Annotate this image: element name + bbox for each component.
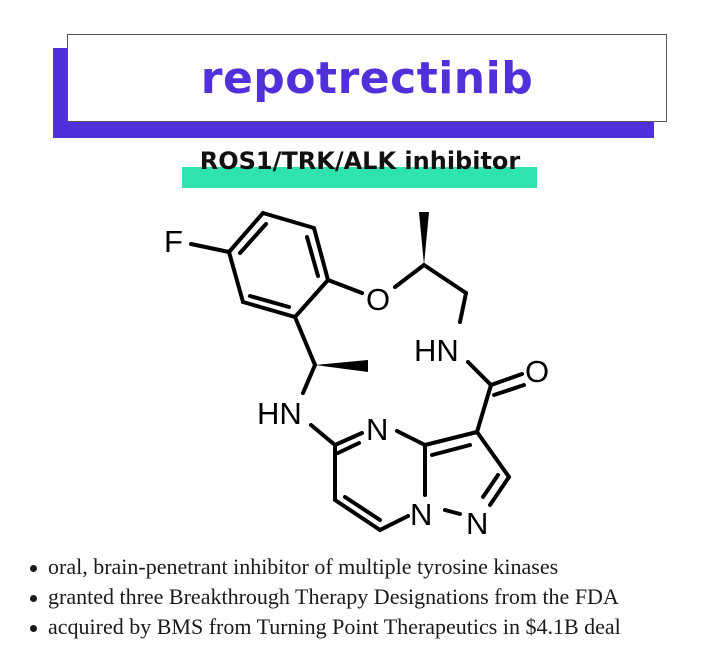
bullet-icon <box>30 565 37 572</box>
atom-label-amide-nh: HN <box>414 333 459 368</box>
bullet-icon <box>30 625 37 632</box>
fact-item: acquired by BMS from Turning Point Thera… <box>28 612 621 642</box>
fact-text: acquired by BMS from Turning Point Thera… <box>48 614 621 639</box>
subtitle-text: ROS1/TRK/ALK inhibitor <box>199 147 521 175</box>
fact-item: oral, brain-penetrant inhibitor of multi… <box>28 552 621 582</box>
wedge-bond-top-methyl <box>419 212 429 265</box>
fact-text: granted three Breakthrough Therapy Desig… <box>48 584 619 609</box>
atom-label-carbonyl-o: O <box>525 354 549 389</box>
atom-label-f: F <box>164 224 183 259</box>
title-box: repotrectinib <box>67 34 667 122</box>
atom-label-bridgehead-n: N <box>410 497 432 532</box>
fact-list: oral, brain-penetrant inhibitor of multi… <box>28 552 621 642</box>
fact-item: granted three Breakthrough Therapy Desig… <box>28 582 621 612</box>
subtitle: ROS1/TRK/ALK inhibitor <box>0 142 720 190</box>
bullet-icon <box>30 595 37 602</box>
wedge-bond-side-methyl <box>315 360 368 372</box>
fact-text: oral, brain-penetrant inhibitor of multi… <box>48 554 559 579</box>
atom-label-ether-o: O <box>366 282 390 317</box>
atom-label-pyrazole-n: N <box>466 506 488 541</box>
atom-label-pyrimidine-n: N <box>366 412 388 447</box>
atom-label-amine-nh: HN <box>257 396 302 431</box>
subtitle-highlight <box>182 167 537 188</box>
drug-name-title: repotrectinib <box>200 52 534 104</box>
